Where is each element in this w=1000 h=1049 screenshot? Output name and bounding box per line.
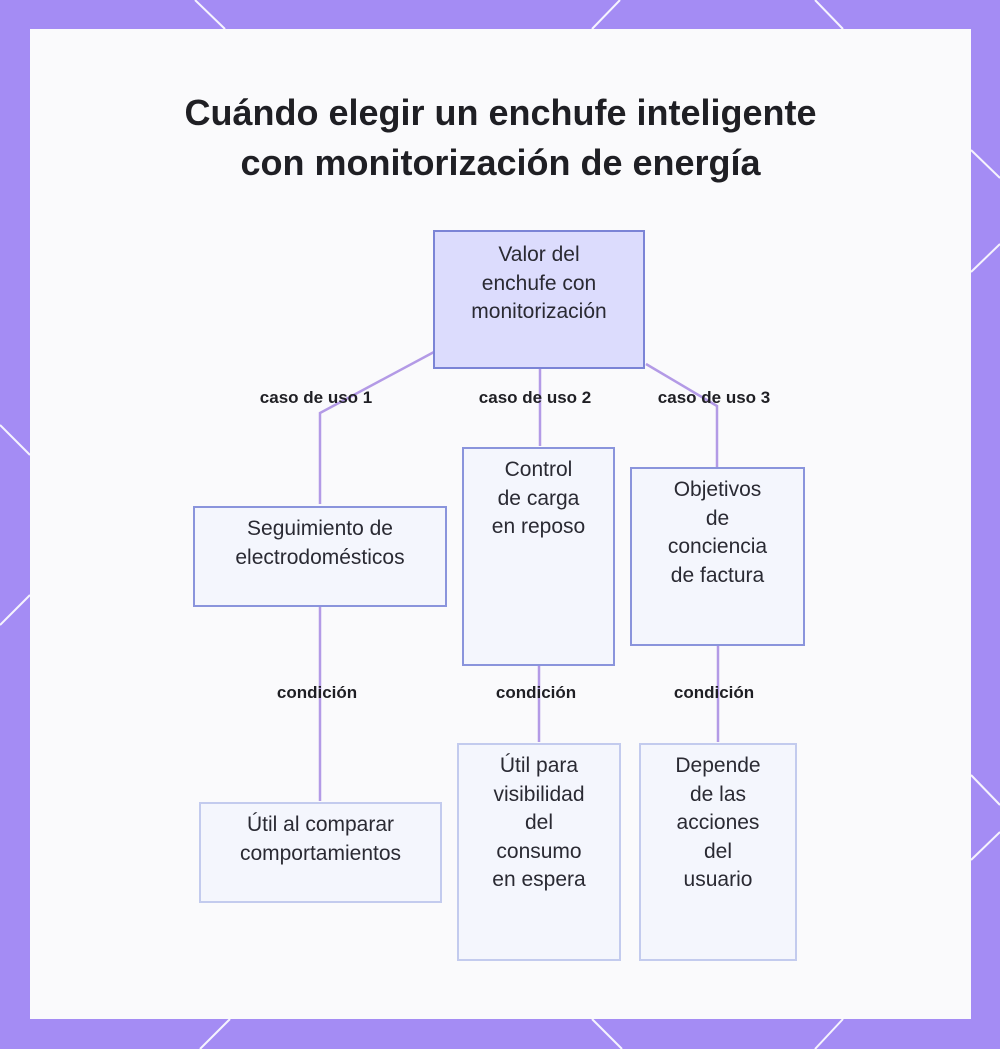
leaf-node-line: de las xyxy=(689,782,747,806)
leaf-node-line: Depende xyxy=(675,754,761,777)
case-node-3: Objetivos de conciencia de factura xyxy=(630,467,805,646)
case-node-2: Control de carga en reposo xyxy=(462,447,615,666)
case-node-line: de factura xyxy=(670,563,765,587)
leaf-node-line: usuario xyxy=(683,868,753,891)
leaf-node-3: Depende de las acciones del usuario xyxy=(639,743,797,961)
leaf-node-line: en espera xyxy=(492,868,586,891)
leaf-node-line: Útil para xyxy=(499,754,579,777)
leaf-node-line: visibilidad xyxy=(493,782,585,806)
case-node-line: de carga xyxy=(497,486,580,510)
edge-label-case-1: caso de uso 1 xyxy=(259,388,373,407)
case-node-line: Seguimiento de xyxy=(247,517,393,540)
edge-label-case-2: caso de uso 2 xyxy=(478,388,592,407)
edge-label-condition-1: condición xyxy=(276,683,358,702)
title-line: Cuándo elegir un enchufe inteligente xyxy=(184,92,817,133)
leaf-node-line: del xyxy=(524,811,554,834)
case-node-line: en reposo xyxy=(491,515,586,538)
case-node-line: Objetivos xyxy=(673,478,762,501)
title-line: con monitorización de energía xyxy=(240,142,761,183)
leaf-node-2: Útil para visibilidad del consumo en esp… xyxy=(457,743,621,961)
edge-label-condition-2: condición xyxy=(495,683,577,702)
case-node-1: Seguimiento de electrodomésticos xyxy=(193,506,447,607)
case-node-line: de xyxy=(705,506,730,530)
leaf-node-line: comportamientos xyxy=(239,841,402,865)
root-node-line: enchufe con xyxy=(481,271,597,295)
root-node-line: Valor del xyxy=(498,243,580,266)
root-node: Valor del enchufe con monitorización xyxy=(433,230,645,369)
leaf-node-line: Útil al comparar xyxy=(246,813,395,836)
leaf-node-line: consumo xyxy=(496,839,582,863)
case-node-line: Control xyxy=(504,458,573,481)
case-node-line: electrodomésticos xyxy=(235,545,405,569)
edge-root-to-case-1 xyxy=(318,350,435,504)
edge-root-to-case-3 xyxy=(645,362,719,467)
connector-lines xyxy=(318,350,720,801)
diagram-title: Cuándo elegir un enchufe inteligente con… xyxy=(30,88,971,188)
edge-label-condition-3: condición xyxy=(673,683,755,702)
leaf-node-line: del xyxy=(703,839,733,863)
case-node-line: conciencia xyxy=(667,535,768,558)
diagram-card: Cuándo elegir un enchufe inteligente con… xyxy=(30,29,971,1019)
leaf-node-1: Útil al comparar comportamientos xyxy=(199,802,442,903)
root-node-line: monitorización xyxy=(471,300,607,323)
edge-label-case-3: caso de uso 3 xyxy=(657,388,771,407)
leaf-node-line: acciones xyxy=(676,811,760,834)
